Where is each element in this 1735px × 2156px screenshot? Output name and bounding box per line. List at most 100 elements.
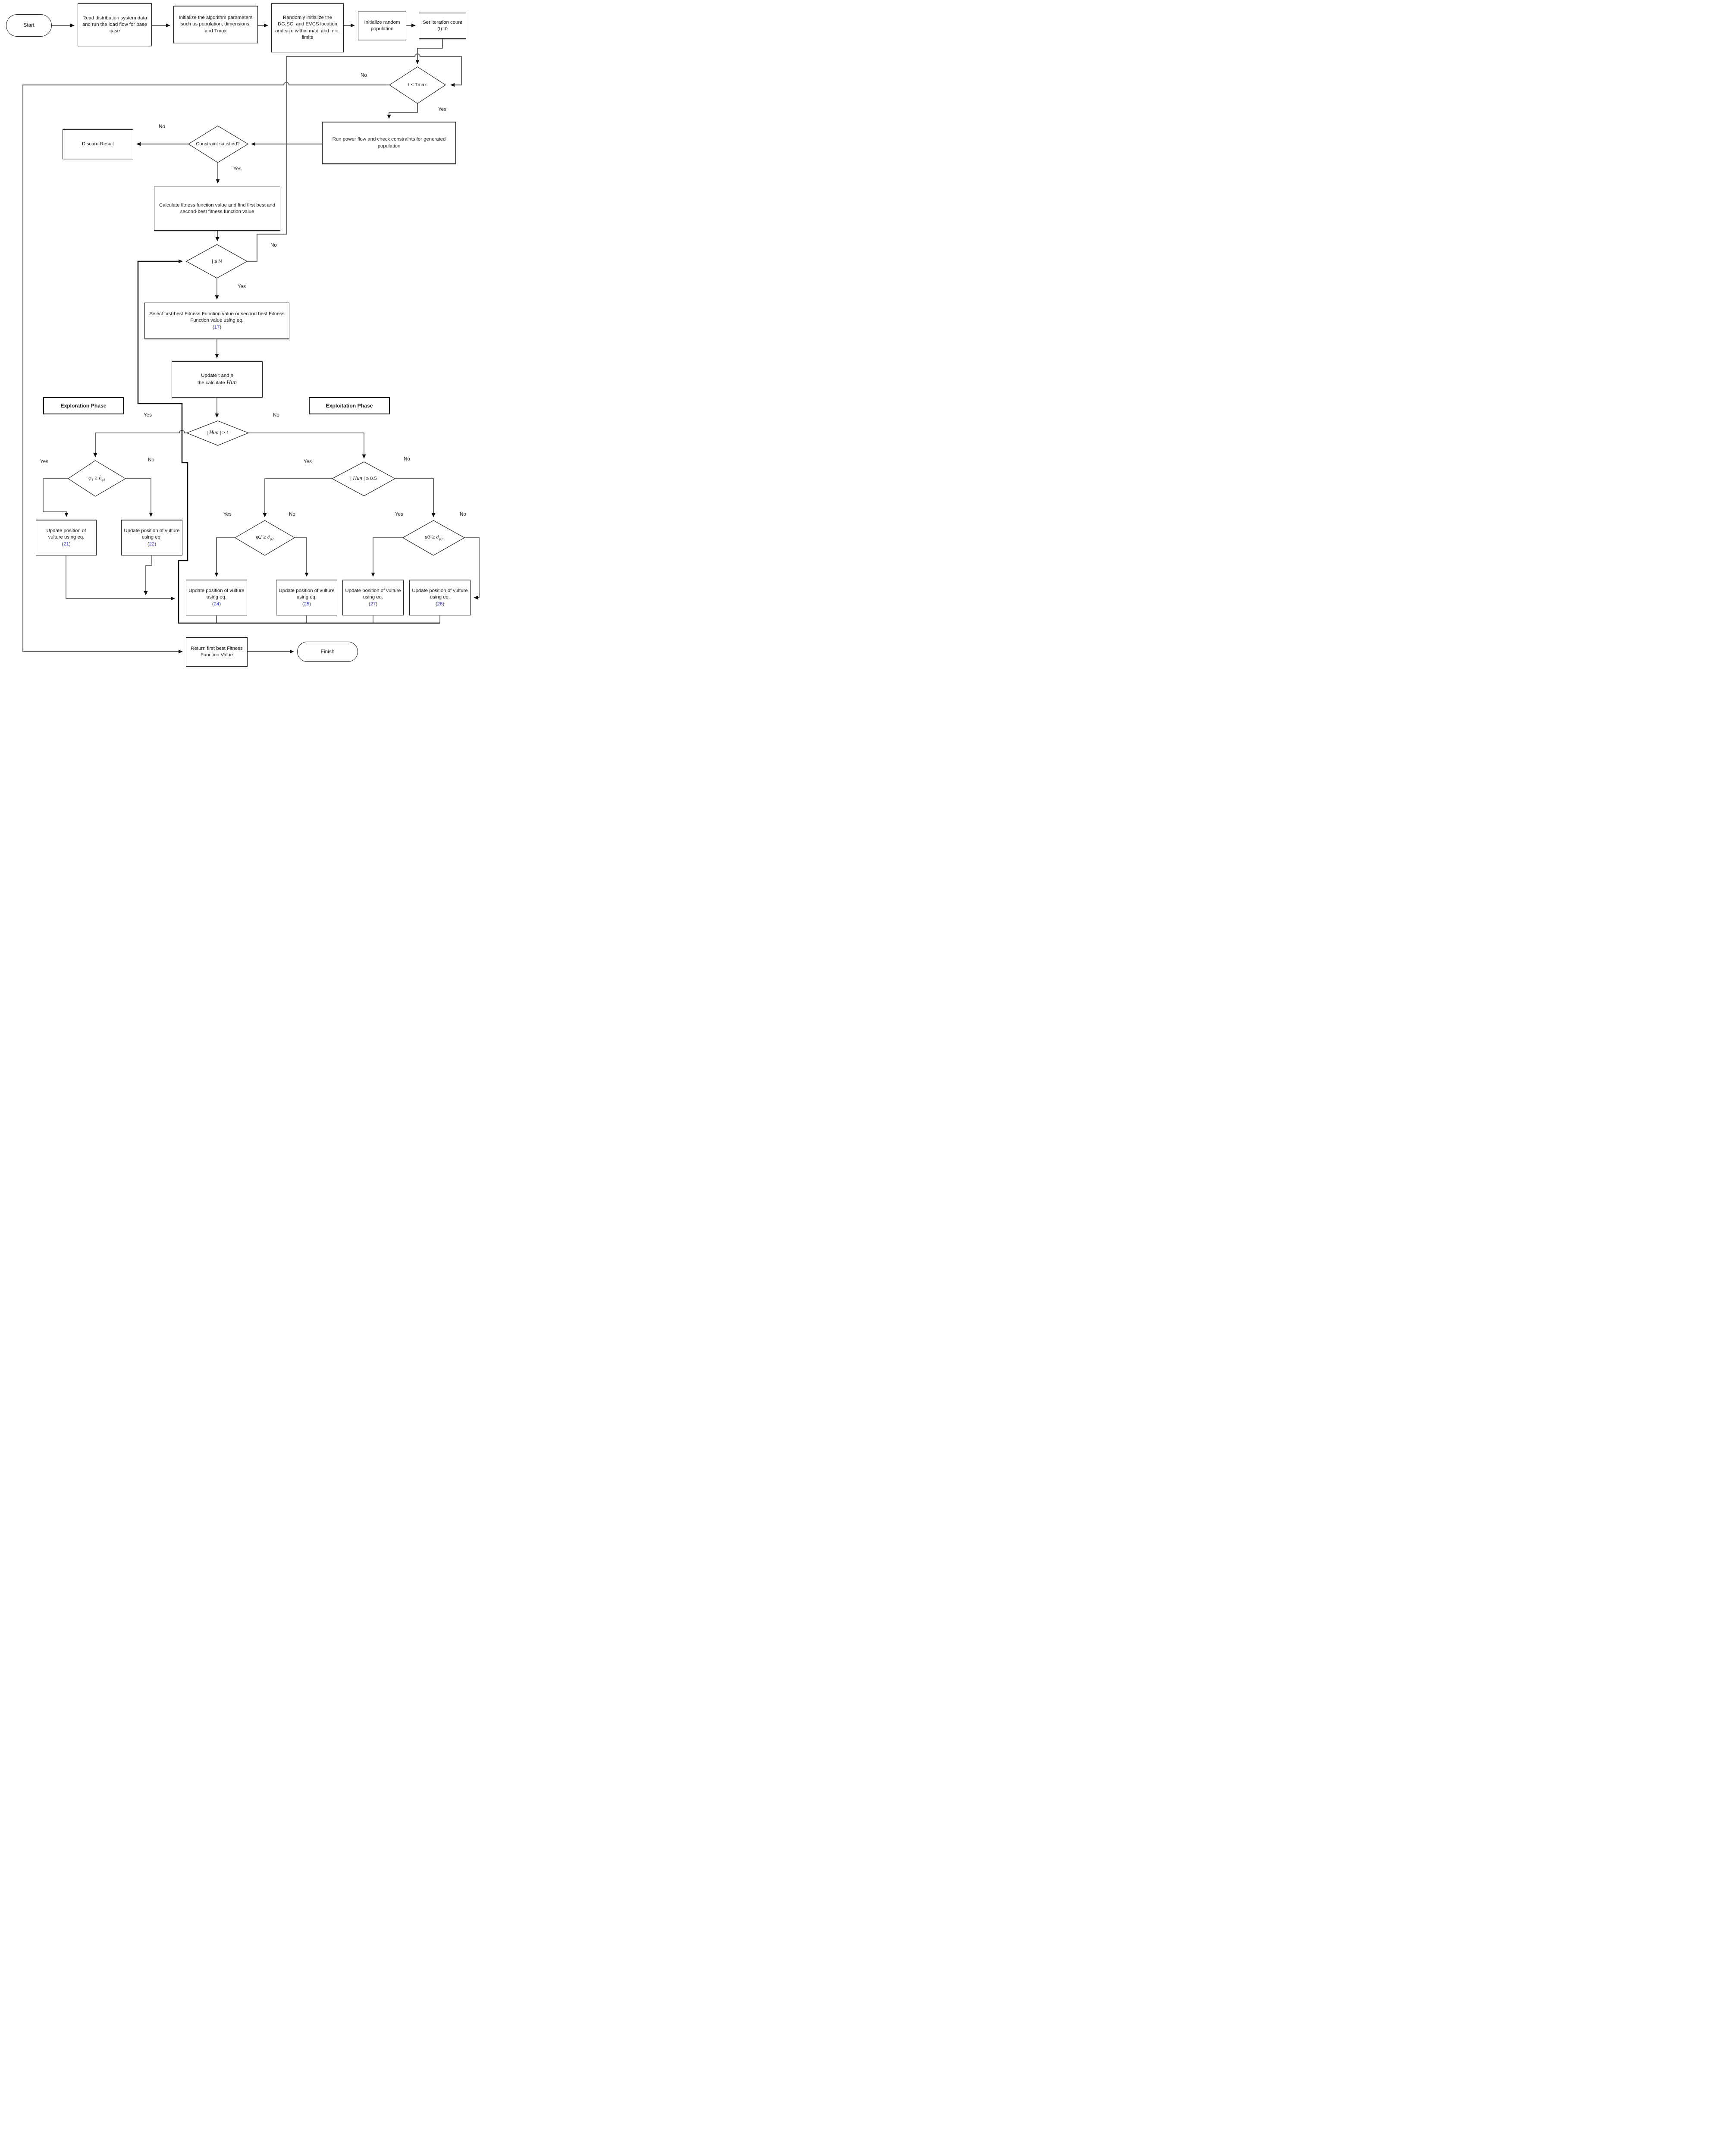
edge-phi3-yes <box>371 537 403 577</box>
phi2-rhs: ∂ <box>267 534 270 540</box>
edge-tmax-no-to-return <box>22 81 389 654</box>
process-update-eq22: Update position of vulture using eq.(22) <box>121 520 182 555</box>
constraint-text: Constraint satisfied? <box>196 141 240 147</box>
paren-open: ( <box>435 601 437 607</box>
eq-17-link: 17 <box>214 324 220 330</box>
edge-label-phi1-no: No <box>148 457 154 463</box>
hun1-pre: | <box>206 430 209 436</box>
process-discard-result: Discard Result <box>63 129 133 159</box>
process-set-iteration: Set iteration count (t)=0 <box>419 13 466 39</box>
process-update-eq25: Update position of vulture using eq.(25) <box>276 580 337 615</box>
j-le-n-text: j ≤ N <box>212 259 222 264</box>
eq-21-link: 21 <box>63 541 69 547</box>
edge-eq21-out <box>66 555 175 601</box>
phi3-text: φ3 ≥ ∂φ3 <box>425 534 442 542</box>
t-le-tmax-text: t ≤ Tmax <box>408 82 427 88</box>
hun1-text: | Hun | ≥ 1 <box>207 429 229 436</box>
paren-close: ) <box>220 324 222 330</box>
paren-open: ( <box>302 601 304 607</box>
connector-layer <box>22 23 480 654</box>
process-update-eq21: Update position of vulture using eq.(21) <box>36 520 97 555</box>
process-update-eq25-label: Update position of vulture using eq.(25) <box>279 588 335 607</box>
update-t-text: Update t and <box>201 373 231 379</box>
decision-hun05-label: | Hun | ≥ 0.5 <box>332 473 395 485</box>
hun-symbol: Hun <box>226 379 237 386</box>
exploitation-phase-label-box: Exploitation Phase <box>309 397 390 414</box>
edge-phi2-yes <box>214 537 235 577</box>
phi1-rhs: ∂ <box>99 475 102 481</box>
decision-hun-ge-1 <box>186 420 249 446</box>
paren-open: ( <box>62 541 64 547</box>
decision-hun-ge-05 <box>331 461 396 496</box>
paren-close: ) <box>309 601 311 607</box>
paren-close: ) <box>154 541 157 547</box>
hun1-post: | ≥ 1 <box>218 430 229 436</box>
eq-28-link: 28 <box>437 601 443 607</box>
edge-label-phi3-no: No <box>460 511 466 517</box>
process-update-eq21-label: Update position of vulture using eq.(21) <box>38 528 94 547</box>
decision-j-le-n <box>185 244 248 279</box>
decision-phi2-label: φ2 ≥ ∂φ2 <box>235 531 295 544</box>
edge-tmax-yes <box>387 103 418 119</box>
process-update-eq27-label: Update position of vulture using eq.(27) <box>345 588 401 607</box>
paren-close: ) <box>219 601 221 607</box>
decision-phi2 <box>234 520 295 556</box>
edge-eq22-out <box>144 555 152 595</box>
edge-jn-no-to-tmax <box>247 53 462 262</box>
process-calc-fitness: Calculate fitness function value and fin… <box>154 187 280 231</box>
finish-label: Finish <box>320 648 335 655</box>
calculate-text: the calculate <box>197 380 226 386</box>
process-init-params: Initialize the algorithm parameters such… <box>173 6 258 43</box>
decision-t-le-tmax-label: t ≤ Tmax <box>389 79 446 91</box>
edge-hun05-yes <box>263 478 332 517</box>
phi1-lhs-sub: 1 <box>91 478 94 482</box>
hun05-math: Hun <box>353 475 362 482</box>
phi1-op: ≥ <box>93 475 99 481</box>
process-update-eq24-label: Update position of vulture using eq.(24) <box>188 588 245 607</box>
paren-close: ) <box>376 601 378 607</box>
paren-open: ( <box>368 601 370 607</box>
phi3-rhs-sub: φ3 <box>439 537 442 541</box>
eq24-text: Update position of vulture using eq. <box>188 588 245 600</box>
process-update-t-rho-label: Update t and ρ the calculate Hun <box>198 372 237 387</box>
decision-phi1-label: φ1 ≥ ∂φ1 <box>68 471 125 486</box>
finish-terminator: Finish <box>297 642 358 662</box>
phi3-rhs: ∂ <box>436 534 439 540</box>
edge-hun1-no <box>248 432 366 459</box>
hun05-text: | Hun | ≥ 0.5 <box>350 475 376 482</box>
edge-label-constraint-yes: Yes <box>233 166 242 172</box>
process-return-best: Return first best Fitness Function Value <box>186 637 248 667</box>
edge-label-phi2-yes: Yes <box>223 511 232 517</box>
decision-j-le-n-label: j ≤ N <box>191 255 243 267</box>
process-return-best-label: Return first best Fitness Function Value <box>191 646 243 658</box>
edge-label-phi3-yes: Yes <box>395 511 403 517</box>
eq25-text: Update position of vulture using eq. <box>279 588 335 600</box>
exploitation-phase-label: Exploitation Phase <box>326 402 373 409</box>
decision-constraint-satisfied <box>188 125 249 163</box>
process-run-power-flow: Run power flow and check constraints for… <box>322 122 456 164</box>
phi3-lhs: φ3 <box>425 534 431 540</box>
flowchart-canvas: Start Read distribution system data and … <box>0 0 483 680</box>
decision-t-le-tmax <box>389 66 446 104</box>
eq21-text: Update position of vulture using eq. <box>46 528 86 540</box>
phi2-lhs: φ2 <box>256 534 262 540</box>
edge-label-phi2-no: No <box>289 511 295 517</box>
edge-label-hun1-yes: Yes <box>144 412 152 418</box>
process-update-eq22-label: Update position of vulture using eq.(22) <box>124 528 180 547</box>
phi2-rhs-sub: φ2 <box>270 537 274 541</box>
edge-label-jn-no: No <box>270 242 277 248</box>
eq-22-link: 22 <box>149 541 155 547</box>
edge-hun05-no <box>395 478 436 517</box>
process-read-data-label: Read distribution system data and run th… <box>82 15 147 34</box>
edge-phi3-no <box>464 537 480 600</box>
edge-label-hun1-no: No <box>273 412 279 418</box>
paren-close: ) <box>69 541 71 547</box>
process-read-data: Read distribution system data and run th… <box>78 3 152 46</box>
phi2-text: φ2 ≥ ∂φ2 <box>256 534 274 542</box>
process-update-eq27: Update position of vulture using eq.(27) <box>342 580 404 615</box>
exploration-phase-label: Exploration Phase <box>60 402 107 409</box>
edge-label-hun05-no: No <box>404 456 410 462</box>
edge-label-constraint-no: No <box>159 124 165 129</box>
process-select-fitness-label: Select first-best Fitness Function value… <box>147 311 287 330</box>
phi2-op: ≥ <box>261 534 267 540</box>
